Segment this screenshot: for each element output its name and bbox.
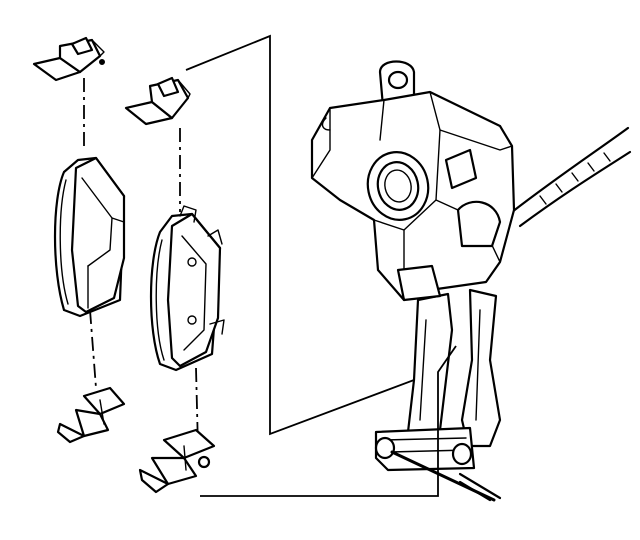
clip-outer-bottom — [56, 386, 126, 444]
leader-lines — [185, 34, 457, 497]
clip-inner-top — [124, 76, 191, 126]
clip-outer-top — [32, 36, 105, 82]
caliper-bracket — [374, 288, 502, 502]
caliper — [310, 60, 516, 302]
clip-inner-bottom — [138, 428, 216, 494]
brake-hose — [510, 126, 632, 228]
outer-pad — [53, 156, 126, 318]
inner-pad — [149, 205, 225, 372]
